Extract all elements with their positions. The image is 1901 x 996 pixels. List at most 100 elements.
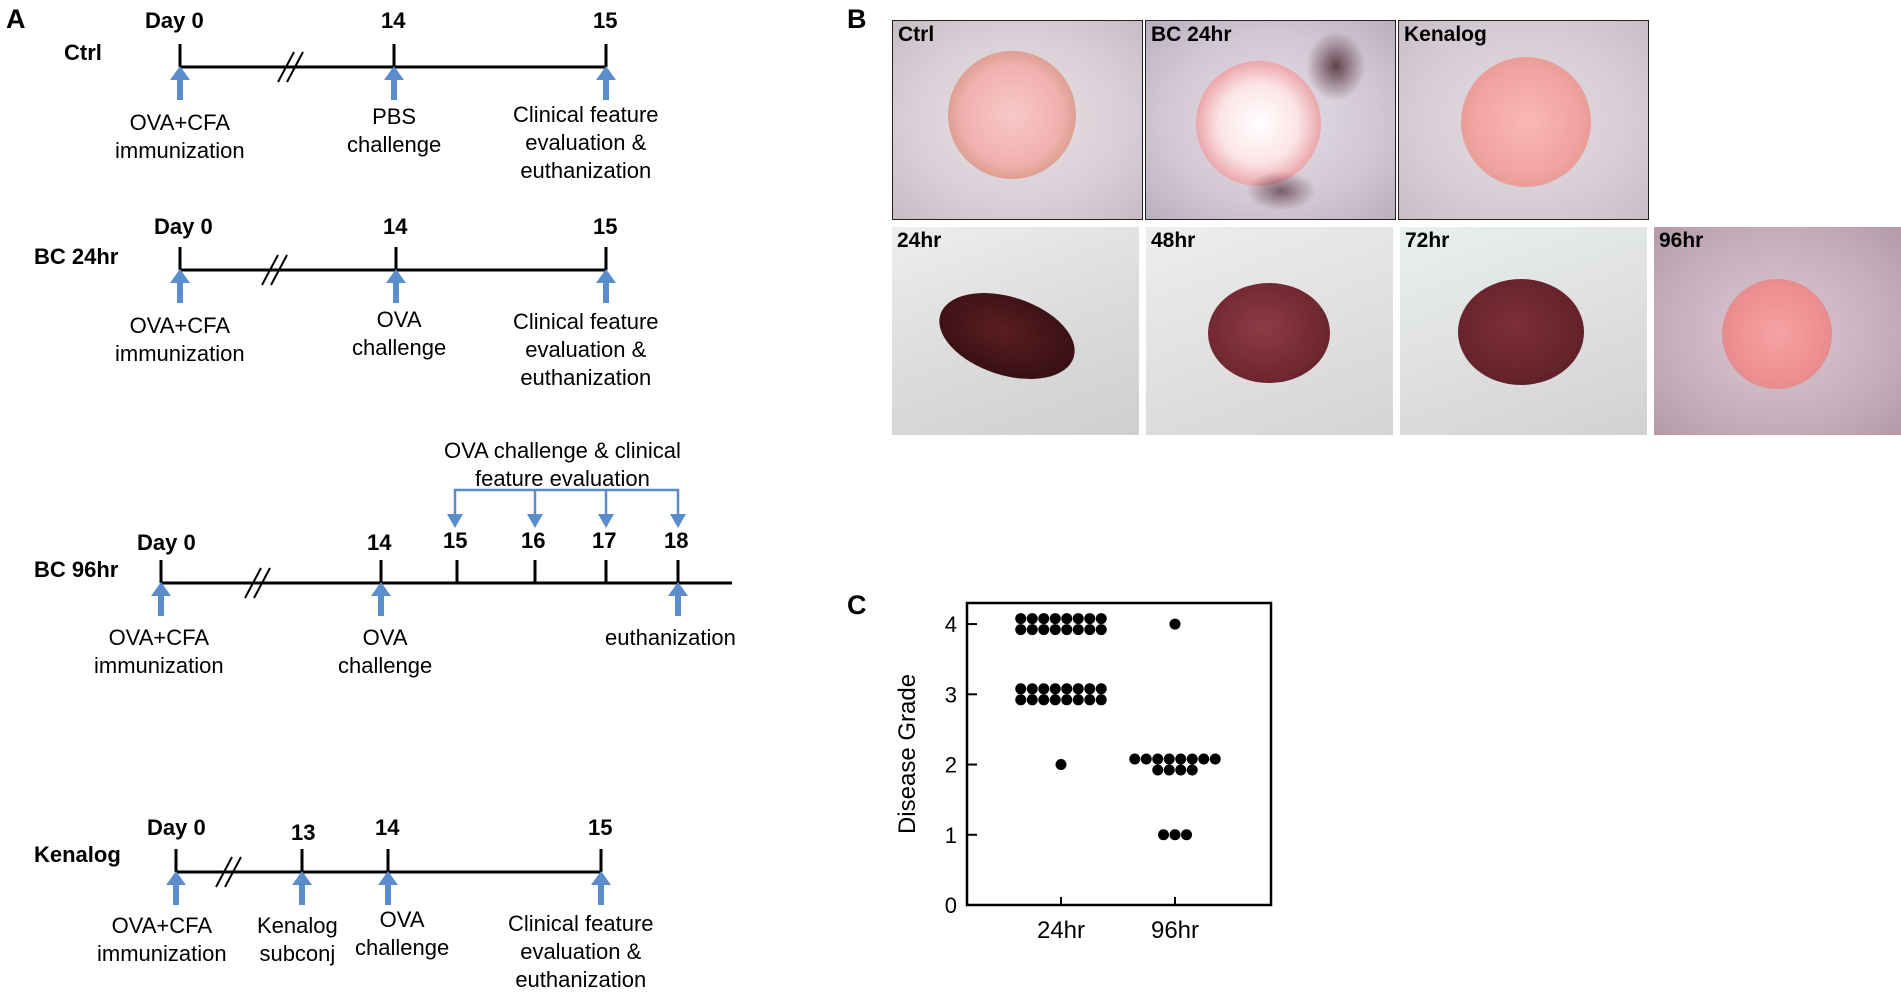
event-label: Clinical feature evaluation & euthanizat…	[513, 309, 659, 390]
data-point	[1049, 683, 1061, 695]
data-point	[1015, 624, 1027, 636]
y-tick-label: 1	[945, 823, 957, 848]
day-label: 14	[367, 530, 392, 555]
bracket-label: OVA challenge & clinical feature evaluat…	[444, 438, 681, 491]
panel-label-c: C	[847, 590, 867, 620]
y-tick-label: 3	[945, 682, 957, 707]
data-point	[1095, 694, 1107, 706]
data-point	[1084, 613, 1096, 625]
data-point	[1049, 694, 1061, 706]
data-point	[1026, 624, 1038, 636]
day-label: 18	[664, 528, 689, 553]
timelines-drawing	[151, 44, 732, 905]
data-point	[1072, 613, 1084, 625]
event-label: OVA challenge	[338, 625, 433, 678]
day-label: Day 0	[154, 214, 213, 239]
eye-photo-kenalog: Kenalog	[1398, 20, 1649, 220]
kenalog-arrows	[166, 871, 611, 905]
event-label: Kenalog subconj	[257, 913, 338, 966]
photo-label: 96hr	[1659, 229, 1704, 252]
data-point	[1163, 764, 1175, 776]
data-point	[1072, 683, 1084, 695]
bc96-bracket	[453, 488, 680, 515]
y-tick-label: 2	[945, 753, 957, 778]
data-point	[1055, 759, 1067, 771]
panel-label-a: A	[6, 4, 26, 34]
bc96-arrows	[151, 514, 688, 616]
photo-label: 24hr	[897, 229, 942, 252]
data-point	[1015, 694, 1027, 706]
data-point	[1061, 683, 1073, 695]
bc24-arrows	[170, 269, 616, 303]
event-label: OVA+CFA immunization	[115, 313, 245, 366]
day-label: 15	[593, 8, 618, 33]
data-point	[1169, 829, 1181, 841]
event-label: Clinical feature evaluation & euthanizat…	[513, 102, 659, 183]
data-point	[1038, 694, 1050, 706]
plot-frame	[965, 601, 1273, 907]
data-point	[1175, 764, 1187, 776]
x-tick-label: 24hr	[1037, 917, 1085, 944]
group-label-bc96: BC 96hr	[34, 557, 119, 582]
day-label: 15	[593, 214, 618, 239]
y-tick-label: 4	[945, 612, 957, 637]
event-label: OVA challenge	[355, 907, 450, 960]
group-label-ctrl: Ctrl	[64, 40, 102, 65]
data-point	[1061, 624, 1073, 636]
data-point	[1049, 613, 1061, 625]
day-label: 15	[588, 815, 613, 840]
x-tick-label: 96hr	[1151, 917, 1199, 944]
data-point	[1186, 764, 1198, 776]
data-point	[1026, 683, 1038, 695]
eye-photo-24hr: 24hr	[892, 227, 1139, 435]
data-point	[1038, 613, 1050, 625]
timeline-bc96	[159, 560, 732, 599]
data-point	[1084, 694, 1096, 706]
timeline-ctrl	[178, 44, 608, 83]
data-point	[1084, 624, 1096, 636]
photo-label: Ctrl	[898, 23, 935, 46]
data-point	[1061, 613, 1073, 625]
day-label: Day 0	[147, 815, 206, 840]
day-label: 16	[521, 528, 546, 553]
event-label: euthanization	[605, 625, 736, 650]
eye-photo-ctrl: Ctrl	[892, 20, 1143, 220]
data-point	[1158, 829, 1169, 841]
data-point	[1026, 613, 1038, 625]
eye-photo-48hr: 48hr	[1146, 227, 1393, 435]
data-point	[1129, 753, 1141, 765]
day-label: 13	[291, 820, 316, 845]
day-label: 14	[383, 214, 408, 239]
photo-label: Kenalog	[1404, 23, 1487, 46]
data-point	[1186, 753, 1198, 765]
day-label: 14	[381, 8, 406, 33]
data-point	[1198, 753, 1210, 765]
data-point	[1072, 624, 1084, 636]
data-point	[1038, 624, 1050, 636]
data-point	[1072, 694, 1084, 706]
day-label: Day 0	[137, 530, 196, 555]
eye-photo-72hr: 72hr	[1400, 227, 1647, 435]
data-point	[1181, 829, 1192, 841]
photo-label: BC 24hr	[1151, 23, 1232, 46]
photo-label: 72hr	[1405, 229, 1450, 252]
eye-photo-96hr: 96hr	[1654, 227, 1901, 435]
group-label-bc24: BC 24hr	[34, 244, 119, 269]
event-label: Clinical feature evaluation & euthanizat…	[508, 911, 654, 992]
data-point	[1095, 613, 1107, 625]
eye-photo-bc24: BC 24hr	[1145, 20, 1396, 220]
day-label: 15	[443, 528, 468, 553]
event-label: OVA challenge	[352, 307, 447, 360]
data-point	[1095, 683, 1107, 695]
y-tick-label: 0	[945, 893, 957, 918]
data-point	[1038, 683, 1050, 695]
data-point	[1015, 683, 1027, 695]
day-label: 14	[375, 815, 400, 840]
day-label: Day 0	[145, 8, 204, 33]
event-label: PBS challenge	[347, 104, 442, 157]
data-point	[1152, 764, 1164, 776]
event-label: OVA+CFA immunization	[115, 110, 245, 163]
data-point	[1095, 624, 1107, 636]
data-point	[1175, 753, 1187, 765]
